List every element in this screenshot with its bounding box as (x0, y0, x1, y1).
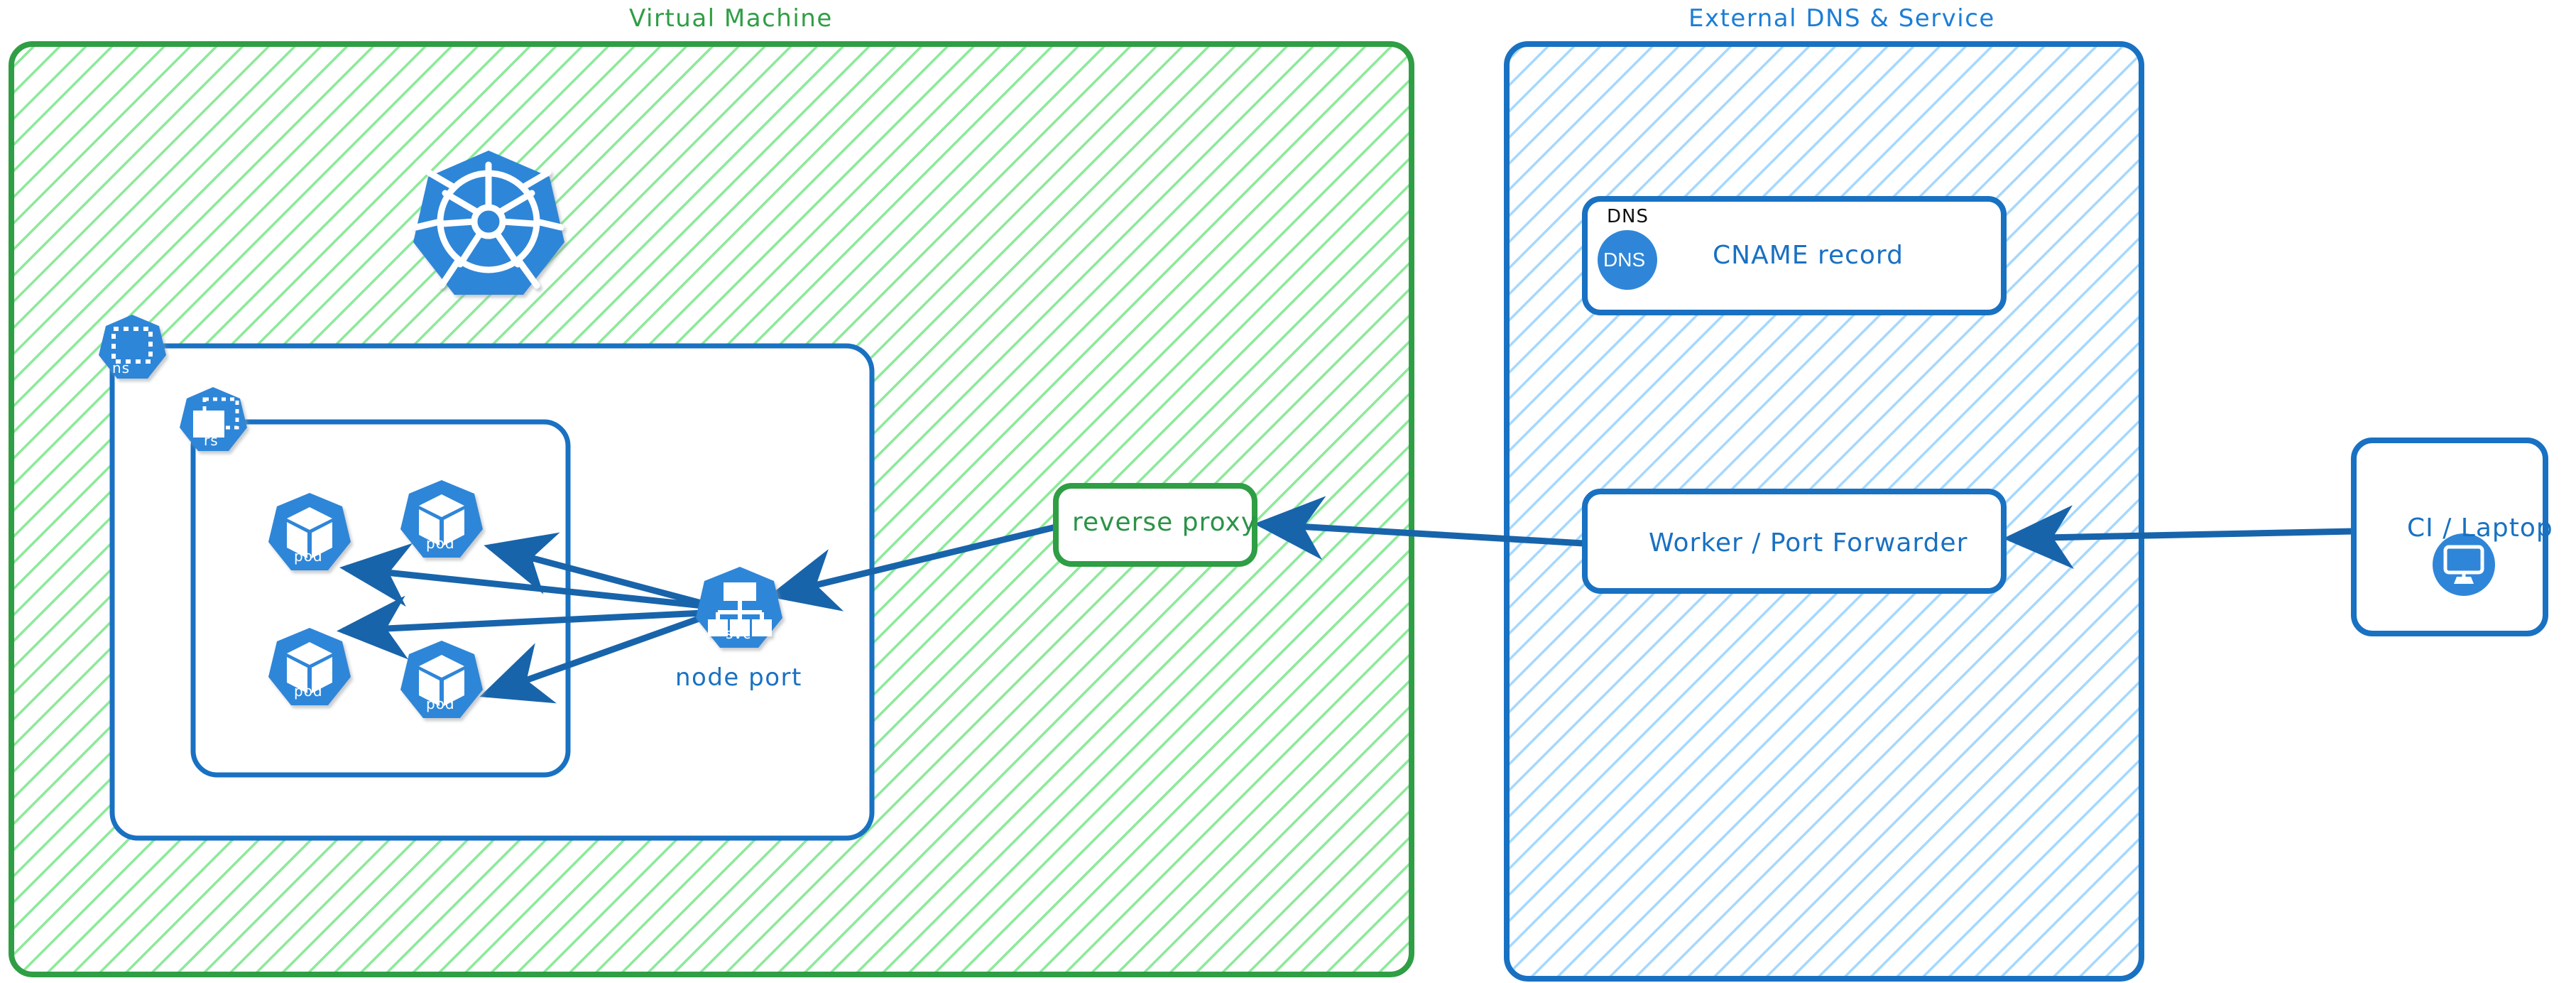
pod-cube-glyph (287, 507, 332, 558)
arrow-service-to-pod-4 (479, 609, 719, 704)
namespace-glyph (111, 327, 153, 364)
kubernetes-logo[interactable] (413, 151, 564, 295)
namespace-badge[interactable] (99, 315, 166, 379)
pod-cube-glyph (419, 494, 464, 545)
pod-badge-4[interactable] (400, 641, 483, 718)
service-tree-glyph (708, 582, 772, 636)
service-badge[interactable] (696, 567, 782, 648)
desktop-monitor-icon (2443, 545, 2484, 584)
pod-icon (268, 493, 351, 570)
arrow-reverse-proxy-to-service (768, 523, 1057, 612)
arrow-service-to-pod-2 (484, 532, 719, 611)
pod-icon (268, 628, 351, 705)
worker-port-forwarder-box[interactable] (1582, 489, 2007, 594)
pod-icon (400, 641, 483, 718)
pod-badge-3[interactable] (268, 628, 351, 705)
pod-badge-2[interactable] (400, 480, 483, 558)
reverse-proxy-box[interactable] (1053, 483, 1257, 567)
pod-icon (400, 480, 483, 558)
arrow-service-to-pod-3 (337, 595, 718, 660)
arrow-group-service-to-pods (337, 532, 719, 704)
replicaset-glyph-front (193, 411, 224, 438)
arrow-ci-laptop-to-worker (2003, 505, 2354, 570)
replicaset-box[interactable] (190, 419, 571, 778)
dns-circle-icon (1598, 230, 1657, 290)
dns-record-box[interactable] (1582, 196, 2007, 315)
pod-cube-glyph (419, 655, 464, 706)
arrow-worker-to-reverse-proxy (1254, 496, 1584, 560)
pod-badge-1[interactable] (268, 493, 351, 570)
replicaset-badge[interactable] (180, 387, 247, 451)
desktop-monitor-circle (2433, 533, 2495, 596)
pod-cube-glyph (287, 642, 332, 693)
